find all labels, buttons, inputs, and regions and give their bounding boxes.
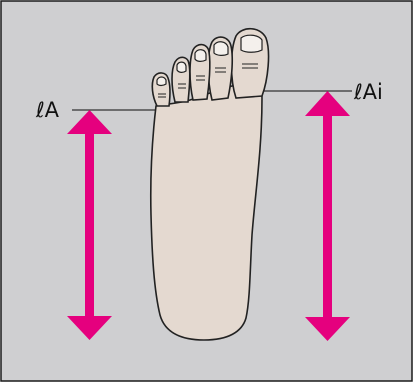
foot-outline <box>151 83 262 340</box>
third-toe-nail <box>195 50 206 62</box>
left-arrow-shaft <box>85 130 94 318</box>
little-toe-nail <box>157 77 166 86</box>
fourth-toe-nail <box>177 62 186 72</box>
second-toe-nail <box>214 42 228 56</box>
right-length-label: ℓAi <box>353 80 383 104</box>
big-toe-nail <box>241 35 262 52</box>
left-length-label: ℓA <box>35 98 60 122</box>
right-arrow-shaft <box>323 112 332 320</box>
